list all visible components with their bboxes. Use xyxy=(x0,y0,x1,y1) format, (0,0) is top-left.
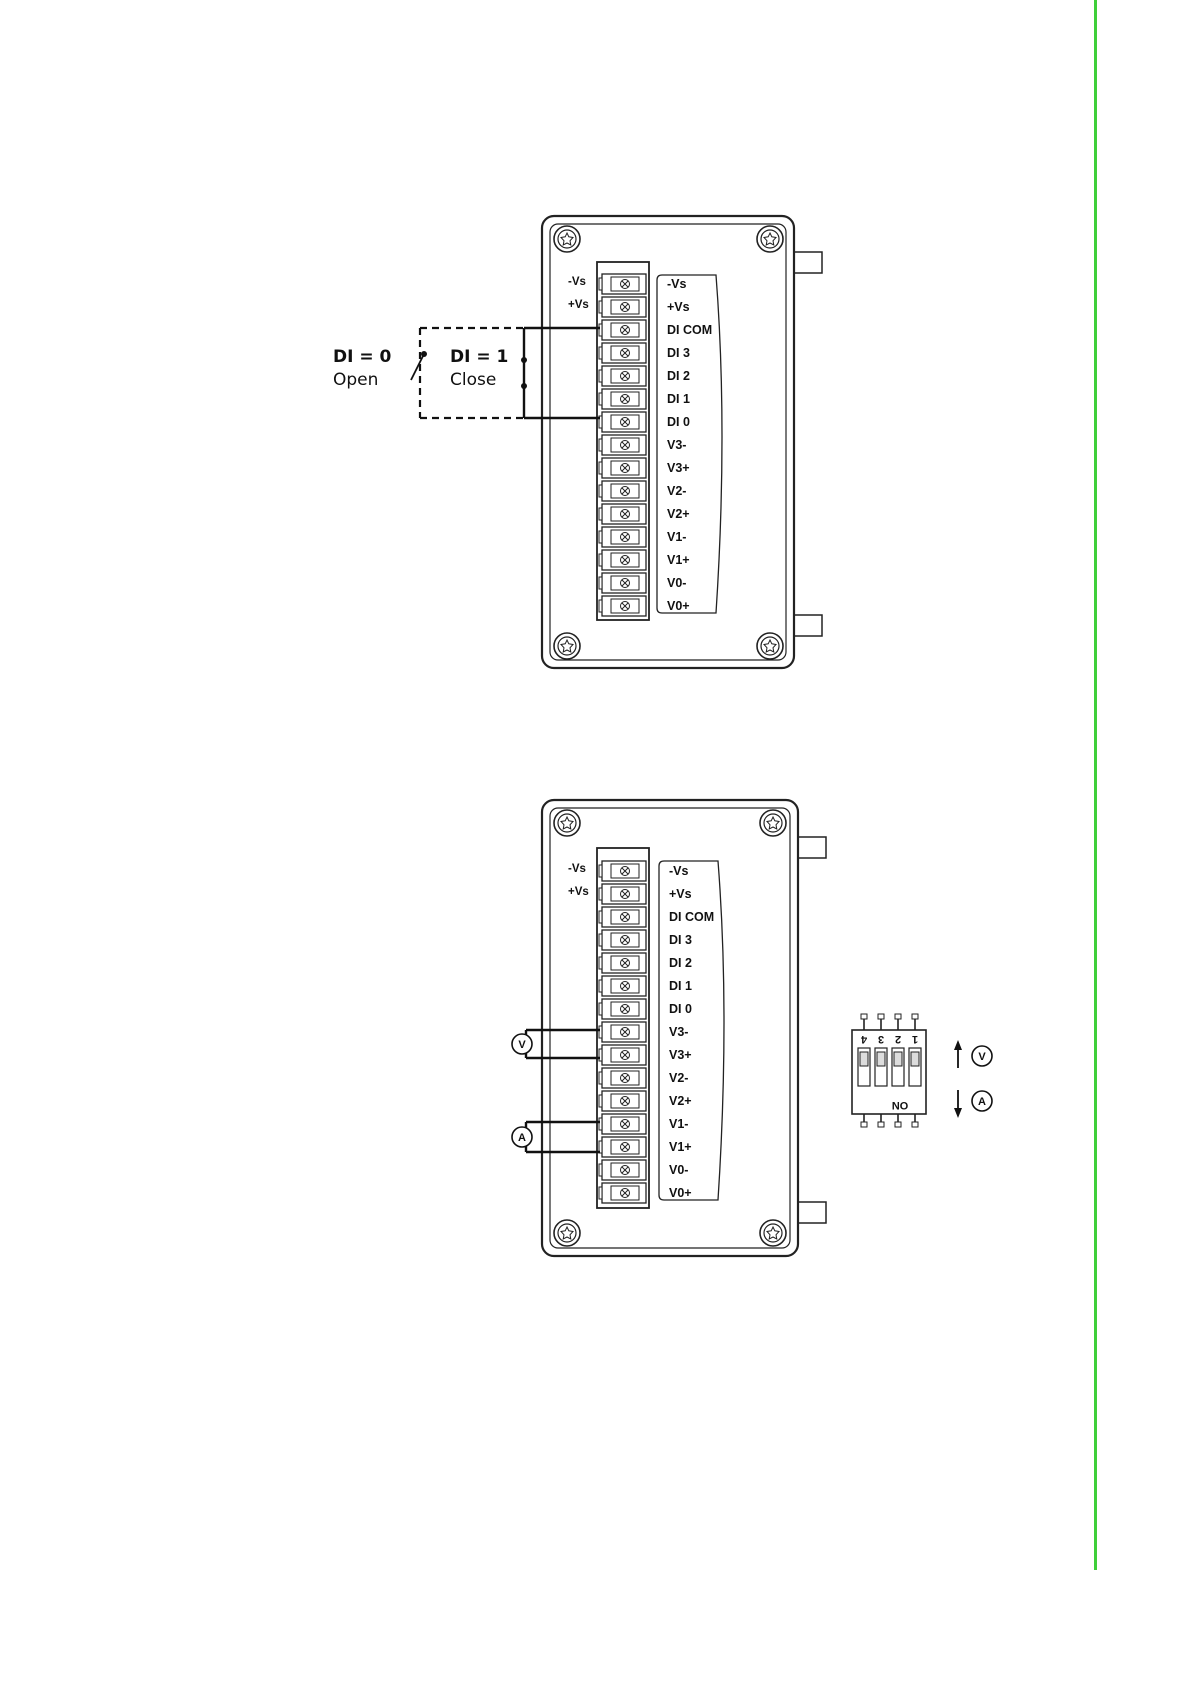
terminal-label: V1+ xyxy=(667,553,690,567)
mount-tab xyxy=(794,615,822,636)
terminal-screw-icon xyxy=(599,504,646,524)
terminal-screw-icon xyxy=(599,930,646,950)
terminal-screw-icon xyxy=(599,1045,646,1065)
open-switch xyxy=(411,354,424,380)
switch-close-value: DI = 1 xyxy=(450,347,508,367)
terminal-screw-icon xyxy=(599,976,646,996)
terminal-screw-icon xyxy=(599,1022,646,1042)
terminal-screw-icon xyxy=(599,458,646,478)
dip-on-label: ON xyxy=(892,1099,909,1111)
terminal-screw-icon xyxy=(599,1068,646,1088)
dip-switch-number: 4 xyxy=(860,1033,867,1045)
terminal-label: DI COM xyxy=(667,323,712,337)
terminal-screw-icon xyxy=(599,481,646,501)
terminal-screw-icon xyxy=(599,999,646,1019)
terminal-label: DI 2 xyxy=(669,956,692,970)
terminal-screw-icon xyxy=(599,550,646,570)
terminal-screw-icon xyxy=(599,435,646,455)
terminal-screw-icon xyxy=(599,297,646,317)
terminal-label: DI 0 xyxy=(669,1002,692,1016)
dip-switch-number: 1 xyxy=(912,1033,918,1045)
left-label-plus-vs: +Vs xyxy=(568,299,589,311)
dip-up-symbol: V xyxy=(978,1051,986,1063)
terminal-label: V3+ xyxy=(667,461,690,475)
terminal-label: +Vs xyxy=(669,887,692,901)
terminal-screw-icon xyxy=(599,953,646,973)
terminal-screw-icon xyxy=(599,1137,646,1157)
terminal-screw-icon xyxy=(599,907,646,927)
terminal-label: -Vs xyxy=(669,864,689,878)
terminal-label: DI 1 xyxy=(667,392,690,406)
terminal-label: V3- xyxy=(667,438,686,452)
terminal-screw-icon xyxy=(599,343,646,363)
terminal-label: V0+ xyxy=(669,1186,692,1200)
terminal-screw-icon xyxy=(599,573,646,593)
terminal-screw-icon xyxy=(599,274,646,294)
dip-switch-lever xyxy=(894,1052,902,1066)
left-label-minus-vs: -Vs xyxy=(568,276,586,288)
terminal-label: V0- xyxy=(667,576,686,590)
terminal-label: V3- xyxy=(669,1025,688,1039)
dip-switch-number: 2 xyxy=(895,1033,901,1045)
terminal-label: V1- xyxy=(669,1117,688,1131)
terminal-screw-icon xyxy=(599,861,646,881)
dip-switch-number: 3 xyxy=(878,1033,884,1045)
module-diagram-1: -Vs +Vs DI COM DI 3 DI 2 DI 1 DI 0 V3- V3+ V2- V2+… xyxy=(333,216,822,668)
switch-open-label: Open xyxy=(333,370,378,390)
dip-switch-lever xyxy=(860,1052,868,1066)
terminal-screw-icon xyxy=(599,596,646,616)
mount-tab xyxy=(798,1202,826,1223)
switch-close-label: Close xyxy=(450,370,496,390)
terminal-label: DI 0 xyxy=(667,415,690,429)
mount-tab xyxy=(798,837,826,858)
voltmeter-symbol: V xyxy=(518,1039,526,1051)
terminal-screw-icon xyxy=(599,320,646,340)
terminal-screw-icon xyxy=(599,1160,646,1180)
terminal-label: -Vs xyxy=(667,277,687,291)
terminal-label: +Vs xyxy=(667,300,690,314)
terminal-label: V1+ xyxy=(669,1140,692,1154)
dip-down-symbol: A xyxy=(978,1096,986,1108)
terminal-label: V2- xyxy=(667,484,686,498)
terminal-screw-icon xyxy=(599,1183,646,1203)
terminal-label: DI 3 xyxy=(669,933,692,947)
terminal-label: DI 2 xyxy=(667,369,690,383)
terminal-screw-icon xyxy=(599,1091,646,1111)
terminal-label: V3+ xyxy=(669,1048,692,1062)
terminal-label: V0- xyxy=(669,1163,688,1177)
terminal-screw-icon xyxy=(599,884,646,904)
terminal-label: V2+ xyxy=(667,507,690,521)
terminal-label: DI 3 xyxy=(667,346,690,360)
ammeter-symbol: A xyxy=(518,1132,526,1144)
terminal-label: V1- xyxy=(667,530,686,544)
terminal-screw-icon xyxy=(599,1114,646,1134)
dip-switch-lever xyxy=(877,1052,885,1066)
terminal-screw-icon xyxy=(599,389,646,409)
terminal-label: V2- xyxy=(669,1071,688,1085)
terminal-screw-icon xyxy=(599,366,646,386)
left-label-minus-vs: -Vs xyxy=(568,863,586,875)
terminal-screw-icon xyxy=(599,527,646,547)
left-label-plus-vs: +Vs xyxy=(568,886,589,898)
dip-switch-lever xyxy=(911,1052,919,1066)
terminal-label: DI COM xyxy=(669,910,714,924)
terminal-label: DI 1 xyxy=(669,979,692,993)
terminal-label: V2+ xyxy=(669,1094,692,1108)
terminal-label: V0+ xyxy=(667,599,690,613)
terminal-screw-icon xyxy=(599,412,646,432)
mount-tab xyxy=(794,252,822,273)
switch-open-value: DI = 0 xyxy=(333,347,392,367)
